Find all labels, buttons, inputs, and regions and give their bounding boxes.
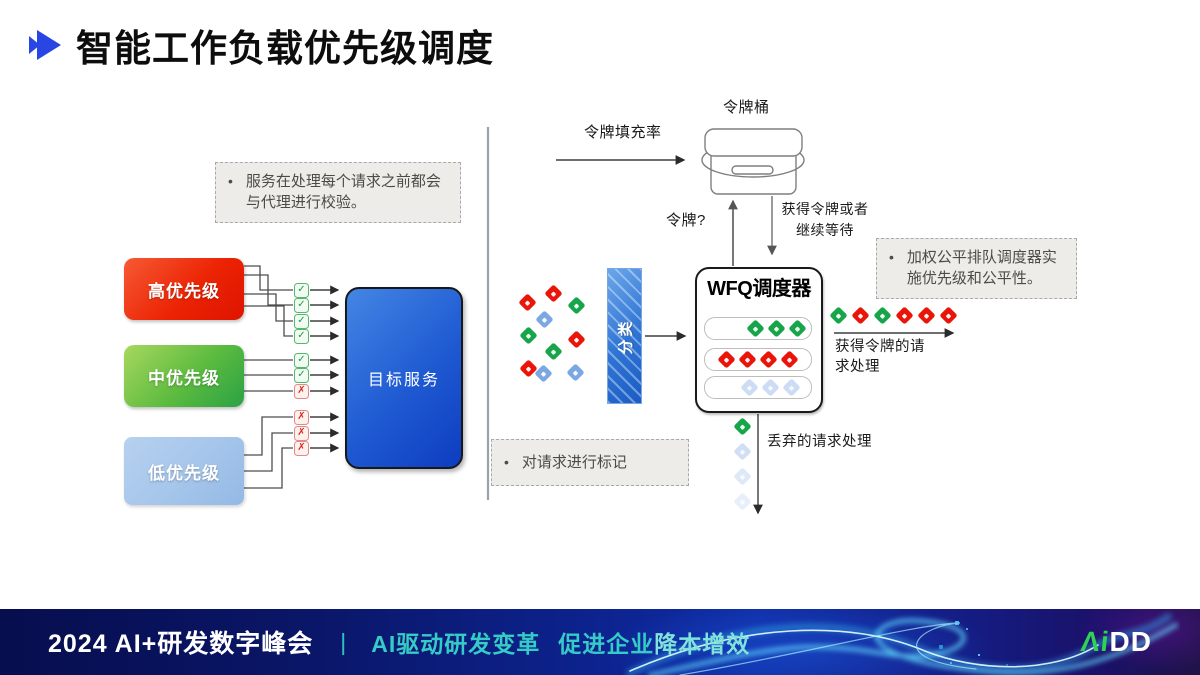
bullet: • (504, 454, 509, 470)
green-diamond (767, 319, 786, 338)
check-icon: ✓ (294, 328, 309, 344)
mid-priority-box: 中优先级 (124, 345, 244, 407)
green-diamond (746, 319, 765, 338)
aidd-logo: Λi DD (1079, 626, 1152, 658)
footer-slogan-a: AI驱动研发变革 (371, 631, 541, 657)
check-icon: ✓ (294, 313, 309, 329)
pale-diamond (740, 378, 759, 397)
green-diamond (829, 306, 848, 325)
check-icon: ✓ (294, 297, 309, 313)
wfq-queue-row-1 (704, 317, 812, 340)
pale-diamond (733, 467, 752, 486)
slogan-b-strong: 降本增效 (654, 631, 751, 657)
note-mark-requests: • 对请求进行标记 (491, 439, 689, 487)
granted-label: 获得令牌的请求处理 (835, 339, 925, 376)
note-agent-text: 服务在处理每个请求之前都会与代理进行校验。 (245, 173, 441, 212)
note-wfq-text: 加权公平排队调度器实施优先级和公平性。 (906, 249, 1057, 288)
token-bucket-icon (701, 128, 805, 195)
slogan-b-prefix: 促进企业 (558, 631, 655, 657)
footer-divider: 丨 (331, 631, 356, 659)
pale-diamond (733, 492, 752, 511)
token-flow-arrows (556, 155, 955, 515)
priority-connectors (244, 265, 293, 489)
bullet: • (889, 249, 894, 265)
diagram-lines-layer (244, 127, 955, 515)
red-diamond (851, 306, 870, 325)
x-icon: ✗ (294, 409, 309, 425)
red-diamond (717, 350, 736, 369)
acquire-or-wait-label: 获得令牌或者继续等待 (781, 201, 869, 238)
classify-bar: 分类 (607, 268, 642, 404)
red-diamond (759, 350, 778, 369)
token-query-label: 令牌? (666, 212, 706, 229)
red-diamond (895, 306, 914, 325)
double-play-arrow-icon (29, 30, 61, 60)
icon-to-target-arrows (310, 285, 340, 453)
pale-diamond (733, 442, 752, 461)
red-diamond (917, 306, 936, 325)
check-icon: ✓ (294, 352, 309, 368)
green-diamond (733, 417, 752, 436)
wfq-scheduler-box: WFQ调度器 (695, 267, 823, 413)
granted-requests-row (829, 306, 958, 325)
note-agent-validation: • 服务在处理每个请求之前都会与代理进行校验。 (215, 162, 461, 223)
red-diamond (939, 306, 958, 325)
pale-diamond (761, 378, 780, 397)
check-icon: ✓ (294, 282, 309, 298)
light-swirl-graphic (626, 613, 1178, 675)
note-wfq-fairness: • 加权公平排队调度器实施优先级和公平性。 (876, 238, 1077, 299)
green-diamond (788, 319, 807, 338)
x-icon: ✗ (294, 425, 309, 441)
title-row: 智能工作负载优先级调度 (28, 18, 494, 72)
page-title: 智能工作负载优先级调度 (76, 28, 494, 69)
red-diamond (780, 350, 799, 369)
red-diamond (738, 350, 757, 369)
high-priority-box: 高优先级 (124, 258, 244, 320)
footer-slogan-b: 促进企业降本增效 (558, 625, 750, 659)
token-bucket-label: 令牌桶 (723, 99, 770, 116)
footer-content: 2024 AI+研发数字峰会 丨 AI驱动研发变革 促进企业降本增效 Λi DD (0, 609, 1200, 675)
sparkle-dots (955, 621, 959, 625)
dropped-requests-column (733, 417, 752, 511)
fill-rate-label: 令牌填充率 (584, 124, 662, 141)
dropped-label: 丢弃的请求处理 (767, 434, 872, 450)
wfq-queue-row-2 (704, 348, 812, 371)
logo-dd: DD (1109, 626, 1152, 657)
check-icon: ✓ (294, 367, 309, 383)
wfq-title: WFQ调度器 (707, 278, 811, 300)
x-icon: ✗ (294, 440, 309, 456)
target-service-box: 目标服务 (345, 287, 463, 469)
green-diamond (873, 306, 892, 325)
bullet: • (228, 173, 233, 189)
footer-banner: 2024 AI+研发数字峰会 丨 AI驱动研发变革 促进企业降本增效 Λi DD (0, 609, 1200, 675)
note-mark-text: 对请求进行标记 (521, 454, 627, 471)
wfq-queue-row-3 (704, 376, 812, 399)
event-title: 2024 AI+研发数字峰会 (48, 630, 314, 658)
logo-ai: Λi (1079, 626, 1112, 657)
classify-label: 分类 (617, 317, 635, 355)
low-priority-box: 低优先级 (124, 437, 244, 505)
x-icon: ✗ (294, 383, 309, 399)
pale-diamond (782, 378, 801, 397)
